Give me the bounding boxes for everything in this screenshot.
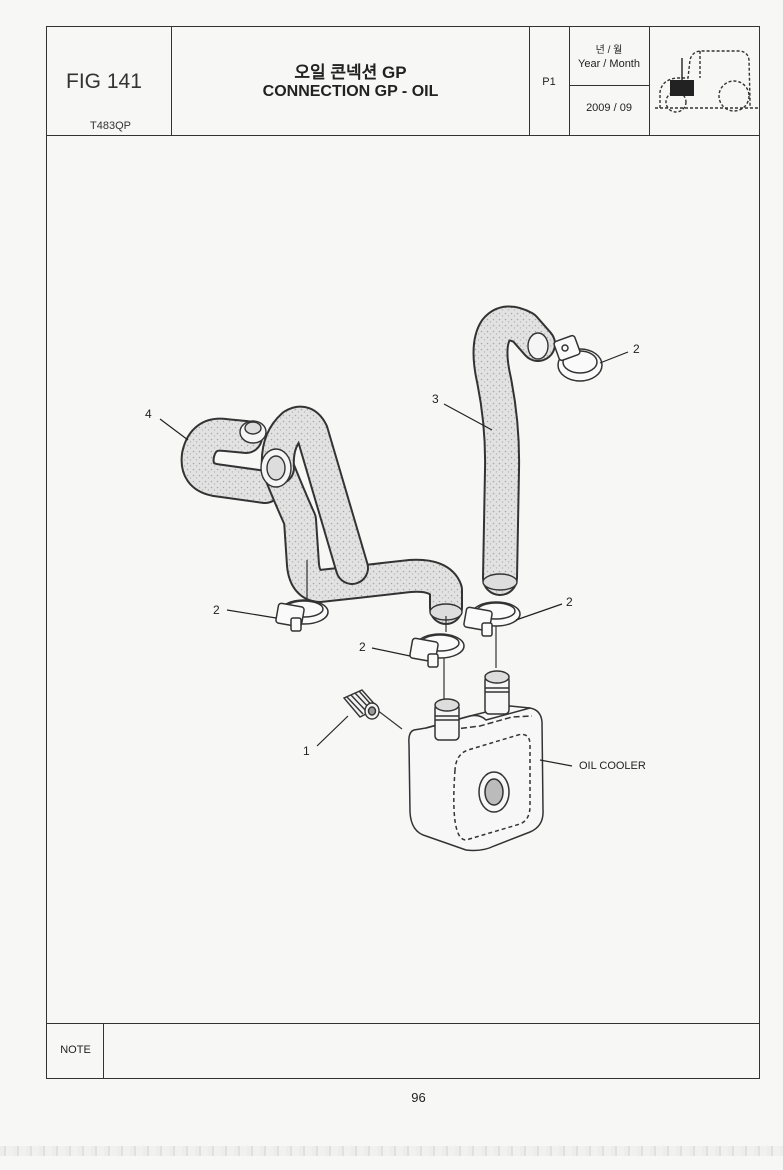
hose-clamp-right (463, 601, 521, 637)
callout-1: 1 (303, 744, 310, 758)
callout-4: 4 (145, 407, 152, 421)
hose-4-fittings (239, 420, 463, 621)
callout-2-left: 2 (213, 603, 220, 617)
scan-edge-strip (0, 1146, 783, 1156)
note-label-cell (46, 1023, 104, 1079)
hose-4 (180, 405, 463, 625)
assembly-guide-lines (306, 560, 497, 730)
date-value: 2009 / 09 (586, 102, 632, 114)
title-korean: 오일 콘넥션 GP (294, 63, 407, 82)
hose-clamp-top (553, 334, 603, 382)
fitting-1 (342, 689, 380, 720)
oil-cooler (408, 670, 544, 852)
callout-2-top: 2 (633, 342, 640, 356)
callout-2-right: 2 (566, 595, 573, 609)
title-english: CONNECTION GP - OIL (262, 83, 439, 100)
oil-cooler-label: OIL COOLER (579, 760, 646, 772)
page-code: P1 (542, 76, 556, 88)
year-month-label-korean: 년 / 월 (595, 45, 623, 56)
hose-3 (472, 305, 556, 596)
year-month-label-english: Year / Month (578, 58, 640, 70)
callout-3: 3 (432, 392, 439, 406)
hose-3-end-top (527, 332, 549, 360)
fig-number: FIG 141 (66, 70, 142, 93)
hose-clamp-left (275, 599, 329, 632)
page-number: 96 (411, 1090, 426, 1105)
leader-lines (159, 351, 629, 767)
drawing-code: T483QP (90, 120, 131, 132)
callout-2-mid: 2 (359, 640, 366, 654)
header-thumbnail-cell (649, 26, 760, 136)
header-date-divider (569, 85, 650, 87)
hose-3-end-bottom (482, 573, 518, 591)
note-label: NOTE (60, 1044, 91, 1056)
hose-clamp-mid (409, 633, 465, 668)
